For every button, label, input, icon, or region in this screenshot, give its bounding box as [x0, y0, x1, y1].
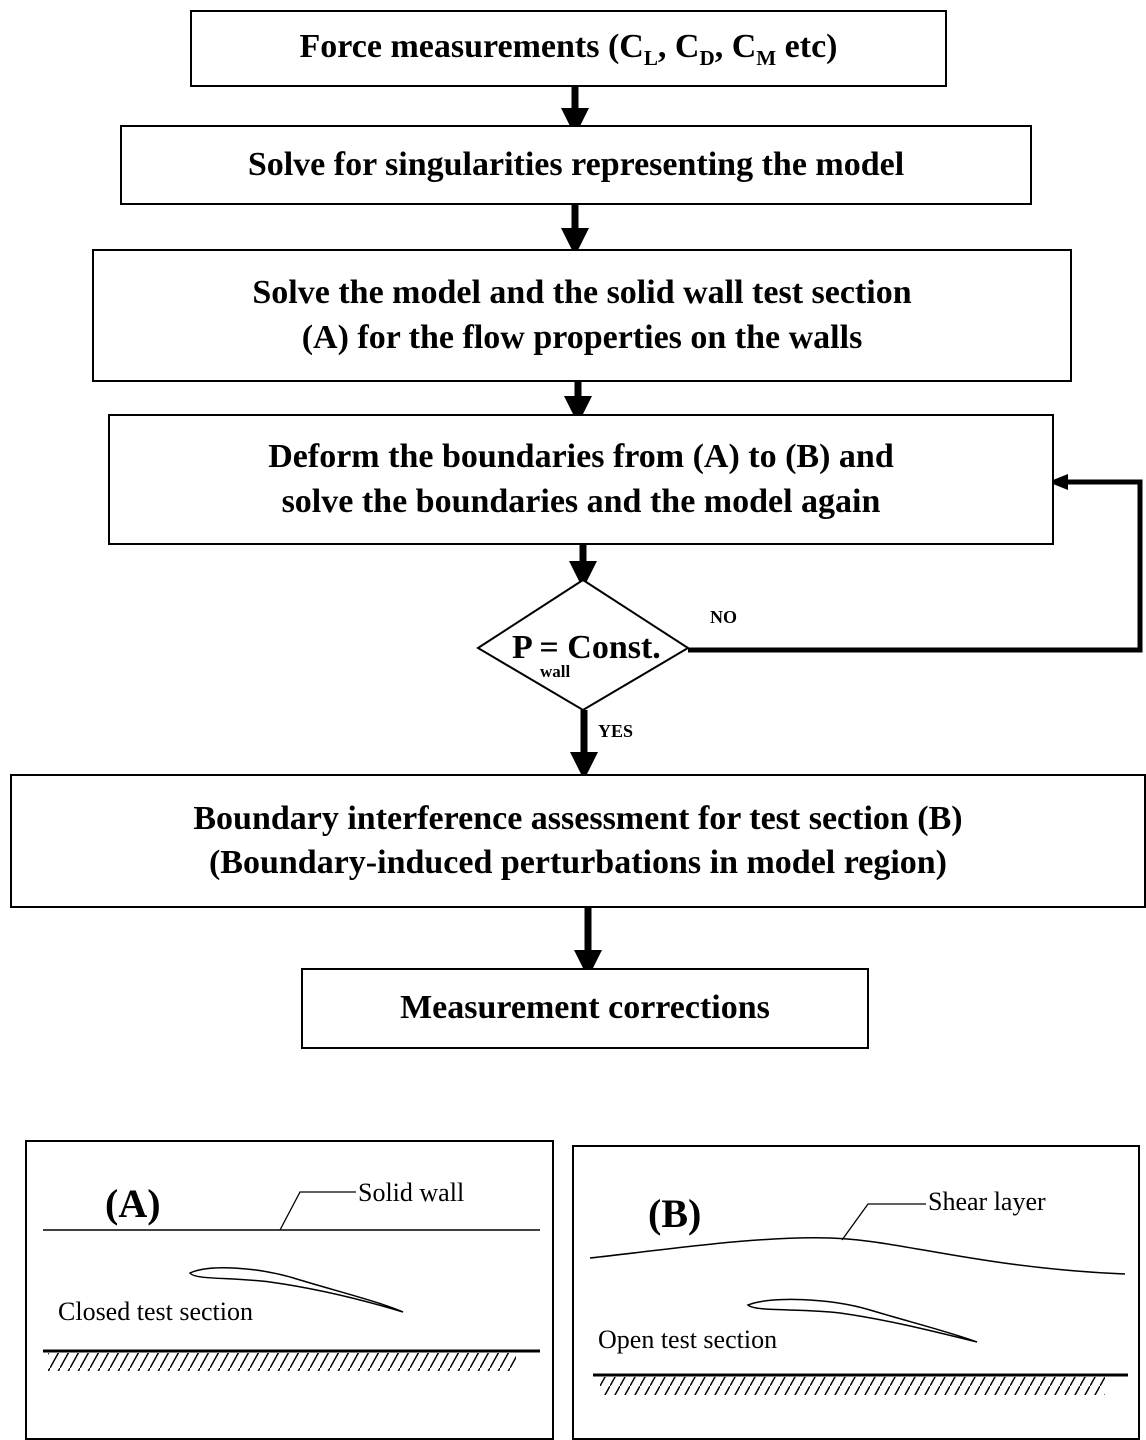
no-loop-line [688, 479, 1143, 653]
step-solve-model-solid-wall: Solve the model and the solid wall test … [92, 249, 1072, 382]
airfoil-b [746, 1298, 978, 1343]
step-measurement-corrections: Measurement corrections [301, 968, 869, 1049]
closed-test-section-label: Closed test section [58, 1297, 253, 1326]
panel-a-title: (A) [105, 1181, 161, 1226]
decision-condition: P = Const. [512, 629, 661, 666]
step-force-measurements: Force measurements (CL, CD, CM etc) [190, 10, 947, 87]
solid-wall-leader [279, 1191, 356, 1231]
shear-layer-curve [589, 1237, 1126, 1275]
no-loop-arrowhead [1048, 474, 1068, 490]
panel-closed-test-section [25, 1140, 554, 1440]
floor-hatch-a [48, 1353, 516, 1371]
decision-subscript: wall [540, 662, 571, 681]
step-solve-singularities: Solve for singularities representing the… [120, 125, 1032, 205]
open-test-section-label: Open test section [598, 1325, 778, 1354]
step-deform-boundaries: Deform the boundaries from (A) to (B) an… [108, 414, 1054, 545]
shear-layer-leader [841, 1203, 926, 1241]
yes-label: YES [598, 721, 634, 741]
solid-wall-label: Solid wall [358, 1178, 465, 1207]
airfoil-a [188, 1267, 404, 1313]
floor-hatch-b [600, 1377, 1105, 1395]
step-boundary-interference: Boundary interference assessment for tes… [10, 774, 1146, 908]
no-label: NO [710, 607, 737, 627]
shear-layer-label: Shear layer [928, 1187, 1046, 1216]
panel-b-title: (B) [648, 1191, 702, 1236]
